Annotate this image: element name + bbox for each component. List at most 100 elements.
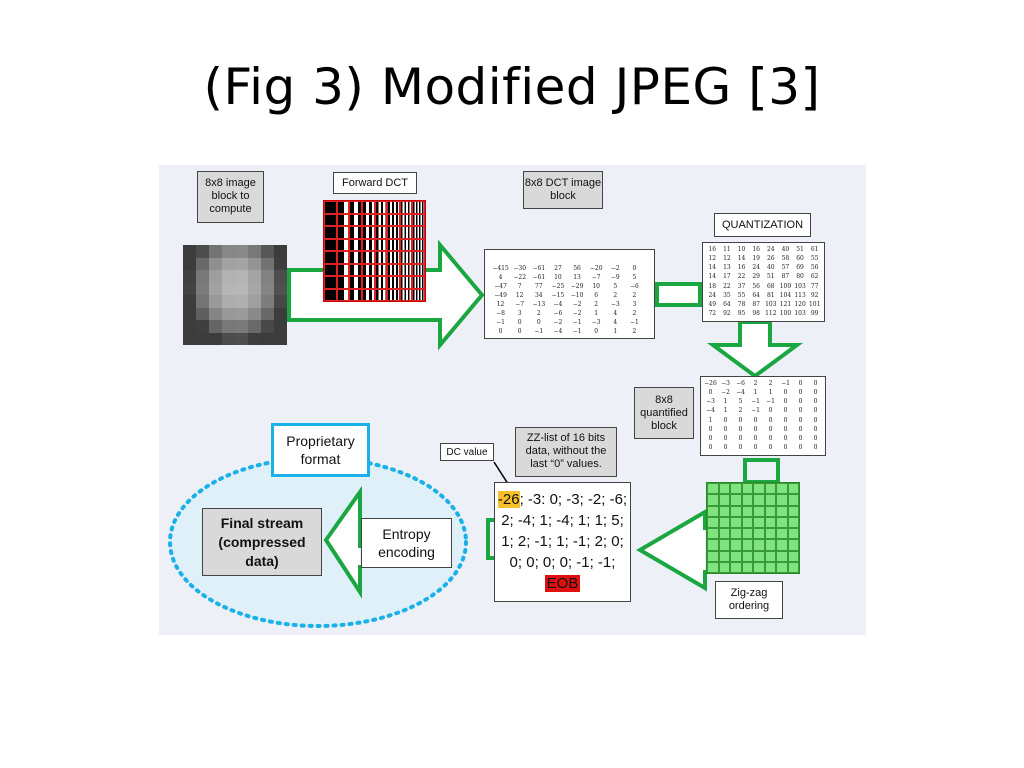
dct-basis-cell — [361, 263, 375, 276]
zz-list-label: ZZ-list of 16 bits data, without the las… — [515, 427, 617, 477]
pixel — [209, 270, 222, 283]
matrix-cell: 0 — [783, 416, 788, 424]
quantified-block-label: 8x8 quantified block — [634, 387, 694, 439]
matrix-cell: 51 — [766, 273, 775, 281]
pixel — [183, 332, 196, 345]
matrix-cell: 81 — [766, 291, 775, 299]
matrix-cell: 113 — [794, 291, 806, 299]
zigzag-cell — [741, 528, 753, 540]
pixel — [209, 320, 222, 333]
pixel — [196, 257, 209, 270]
pixel — [235, 320, 248, 333]
matrix-cell: −15 — [551, 291, 565, 299]
dct-basis-cell — [349, 288, 362, 301]
matrix-cell: 0 — [753, 435, 758, 443]
matrix-cell: −61 — [532, 264, 546, 272]
pixel — [209, 257, 222, 270]
zigzag-cell — [707, 561, 719, 573]
matrix-cell: 40 — [766, 264, 775, 272]
matrix-cell: 0 — [738, 444, 743, 452]
matrix-cell: 112 — [765, 310, 777, 318]
dct-image-block-label: 8x8 DCT image block — [523, 171, 603, 209]
matrix-cell: −6 — [630, 282, 639, 290]
pixel — [222, 295, 235, 308]
dct-basis-cell — [336, 201, 350, 214]
dct-basis-cell — [336, 251, 350, 264]
matrix-cell: 34 — [534, 291, 543, 299]
quantization-label: QUANTIZATION — [714, 213, 811, 237]
pixel — [196, 270, 209, 283]
matrix-cell: −10 — [570, 291, 584, 299]
matrix-cell: 64 — [752, 291, 760, 299]
pixel — [196, 332, 209, 345]
dct-basis-cell — [387, 251, 400, 264]
matrix-cell: 22 — [737, 273, 746, 281]
matrix-cell: 77 — [534, 282, 543, 290]
zigzag-cell — [707, 539, 719, 551]
matrix-cell: 0 — [798, 444, 803, 452]
matrix-cell: −29 — [570, 282, 584, 290]
dct-basis-cell — [399, 226, 413, 239]
pixel — [235, 245, 248, 258]
matrix-cell: 87 — [752, 301, 760, 309]
matrix-cell: 19 — [752, 254, 760, 262]
matrix-cell: −1 — [751, 398, 760, 406]
zigzag-cell — [753, 516, 765, 528]
zigzag-cell — [741, 561, 753, 573]
matrix-cell: 0 — [798, 425, 803, 433]
matrix-cell: 61 — [810, 245, 819, 253]
zigzag-cell — [764, 561, 776, 573]
matrix-cell: −22 — [513, 273, 527, 281]
matrix-cell: 5 — [738, 398, 743, 406]
matrix-cell: 57 — [781, 264, 790, 272]
matrix-cell: 103 — [794, 282, 806, 290]
matrix-cell: 24 — [708, 291, 717, 299]
zigzag-cell — [753, 483, 765, 495]
matrix-cell: 24 — [752, 264, 760, 272]
dc-value-label: DC value — [440, 443, 494, 461]
dct-basis-cell — [324, 288, 337, 301]
pixel — [183, 320, 196, 333]
pixel — [196, 320, 209, 333]
matrix-cell: 0 — [798, 407, 803, 415]
matrix-cell: 60 — [796, 254, 804, 262]
matrix-cell: −1 — [572, 318, 582, 326]
dct-basis-cell — [349, 263, 362, 276]
matrix-cell: 1 — [708, 416, 713, 424]
matrix-cell: 104 — [779, 291, 792, 299]
matrix-cell: 27 — [554, 264, 562, 272]
matrix-cell: −2 — [572, 309, 582, 317]
matrix-cell: 0 — [517, 327, 522, 335]
dct-basis-grid — [323, 200, 426, 302]
dct-basis-cell — [361, 238, 375, 251]
matrix-cell: 64 — [723, 301, 731, 309]
matrix-cell: 62 — [810, 273, 819, 281]
dct-basis-cell — [412, 226, 425, 239]
matrix-cell: 78 — [737, 301, 746, 309]
matrix-cell: 14 — [708, 273, 717, 281]
dct-basis-cell — [399, 238, 413, 251]
dct-basis-cell — [387, 201, 400, 214]
matrix-cell: −3 — [610, 300, 620, 308]
matrix-cell: 37 — [737, 282, 746, 290]
zigzag-cell — [741, 505, 753, 517]
zigzag-cell — [776, 505, 788, 517]
dct-basis-cell — [399, 288, 413, 301]
pixel — [183, 295, 196, 308]
matrix-cell: 109 — [779, 282, 792, 290]
zigzag-cell — [718, 561, 730, 573]
zigzag-cell — [753, 494, 765, 506]
pixel — [222, 257, 235, 270]
zigzag-cell — [718, 550, 730, 562]
matrix-cell: 68 — [766, 282, 775, 290]
matrix-cell: 98 — [752, 310, 760, 318]
zigzag-cell — [718, 516, 730, 528]
